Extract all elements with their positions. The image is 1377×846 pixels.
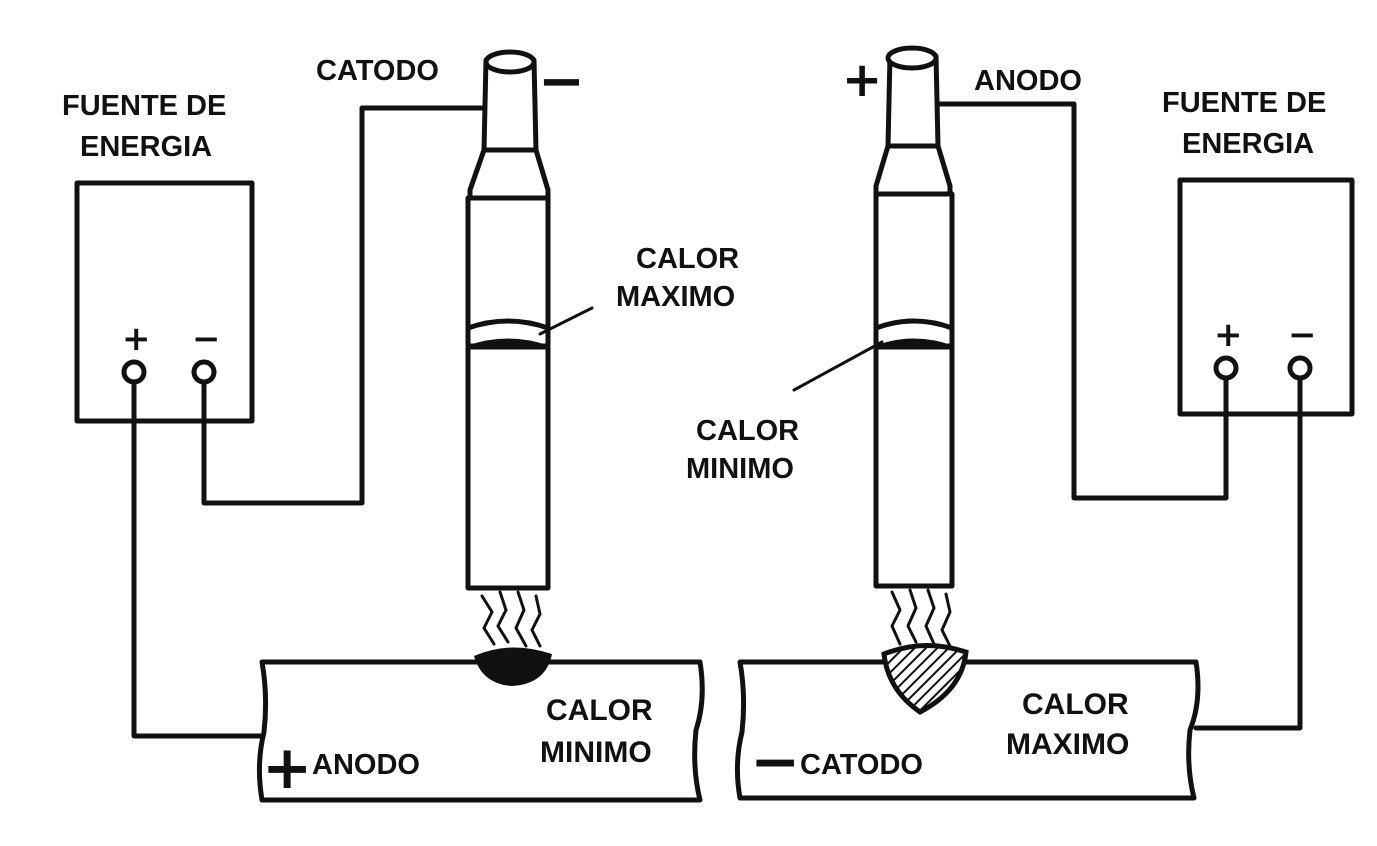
left-electrode-holder-collar xyxy=(467,147,551,203)
left-workpiece-sign: + xyxy=(262,733,312,803)
right-workpiece-plate xyxy=(734,659,1201,801)
right-arc-sparks xyxy=(890,588,952,648)
right-workpiece-wire xyxy=(1193,369,1303,731)
left-electrode-sign: − xyxy=(538,49,585,114)
left-weld-pool xyxy=(474,647,552,686)
right-weld-pool xyxy=(881,643,969,715)
left-source-label-line2: ENERGIA xyxy=(80,131,212,163)
right-electrode-label: ANODO xyxy=(974,65,1082,97)
right-electrode-sign: + xyxy=(842,52,882,108)
right-workpiece-sign: − xyxy=(750,727,800,797)
right-electrode-wire xyxy=(933,101,1229,501)
right-workpiece-heat-line1: CALOR xyxy=(1022,688,1129,721)
right-workpiece-label: CATODO xyxy=(800,749,923,781)
left-arc-sparks xyxy=(480,590,542,648)
left-electrode-lower xyxy=(465,343,551,591)
left-power-source-box xyxy=(74,180,255,424)
right-electrode-heat-line2: MINIMO xyxy=(686,453,794,485)
left-source-label-line1: FUENTE DE xyxy=(62,90,226,122)
right-workpiece-heat-line2: MAXIMO xyxy=(1006,728,1129,761)
right-terminal-minus-post xyxy=(1287,355,1313,381)
left-electrode-heat-pointer xyxy=(538,306,594,336)
left-electrode-upper xyxy=(465,195,551,331)
left-workpiece-heat-line1: CALOR xyxy=(546,694,653,727)
right-electrode-upper xyxy=(873,191,955,331)
left-terminal-plus-label: + xyxy=(122,319,151,359)
left-terminal-plus-post xyxy=(121,359,147,385)
left-terminal-minus-post xyxy=(191,359,217,385)
right-source-label-line1: FUENTE DE xyxy=(1162,87,1326,119)
left-workpiece-label: ANODO xyxy=(312,749,420,781)
left-electrode-label: CATODO xyxy=(316,55,439,87)
left-workpiece-wire xyxy=(131,373,265,739)
right-terminal-plus-label: + xyxy=(1214,315,1243,355)
right-assembly: FUENTE DE ENERGIA + − ANODO + CALOR MINI… xyxy=(686,45,1355,801)
right-electrode-lower xyxy=(873,343,955,589)
right-source-label-line2: ENERGIA xyxy=(1182,128,1314,160)
left-workpiece-heat-line2: MINIMO xyxy=(540,736,652,769)
right-terminal-plus-post xyxy=(1213,355,1239,381)
right-terminal-minus-label: − xyxy=(1288,315,1317,355)
right-electrode-heat-pointer xyxy=(792,340,884,392)
right-power-source-box xyxy=(1177,177,1355,417)
right-electrode-heat-line1: CALOR xyxy=(696,415,799,447)
left-electrode-heat-line2: MAXIMO xyxy=(616,281,735,313)
left-workpiece-plate xyxy=(256,659,705,803)
left-terminal-minus-label: − xyxy=(192,319,221,359)
left-electrode-wire xyxy=(201,105,487,506)
right-electrode-holder-collar xyxy=(873,143,953,199)
left-assembly: FUENTE DE ENERGIA + − CATODO − CALOR MAX… xyxy=(62,49,739,803)
left-electrode-heat-line1: CALOR xyxy=(636,243,739,275)
